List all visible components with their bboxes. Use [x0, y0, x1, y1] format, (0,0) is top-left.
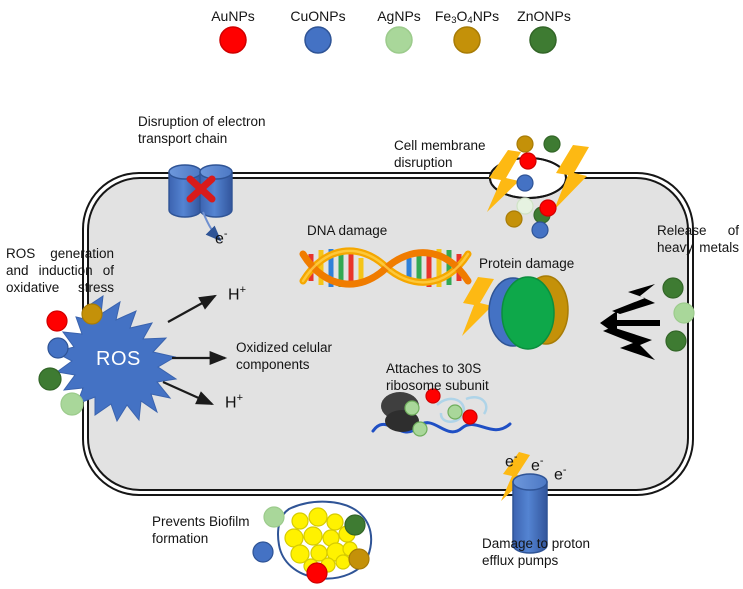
nanoparticle-biofilm-0: [263, 506, 285, 528]
nanoparticle-membrane-2: [519, 152, 537, 170]
biofilm-dot-13: [335, 554, 351, 570]
nanoparticle-biofilm-1: [252, 541, 274, 563]
heavy-metal-arrows: [600, 284, 660, 360]
nanoparticle-heavy-metal-1: [673, 302, 695, 324]
nanoparticle-heavy-metal-0: [662, 277, 684, 299]
protein-structure: [488, 275, 569, 350]
biofilm-dot-7: [290, 544, 310, 564]
nanoparticle-ribosome-1: [425, 388, 441, 404]
nanoparticles-ros-cluster: [38, 303, 103, 416]
ion-h-glyph-top: H: [228, 286, 240, 304]
nanoparticle-ros-0: [46, 310, 68, 332]
nanoparticle-membrane-8: [531, 221, 549, 239]
nanoparticle-ros-4: [60, 392, 84, 416]
nanoparticle-membrane-7: [539, 199, 557, 217]
fe-sub1: 3: [451, 15, 457, 27]
label-ros-badge: ROS: [96, 348, 141, 370]
label-biofilm: Prevents Biofilm formation: [152, 514, 250, 546]
legend-swatch-agnps: [385, 26, 413, 54]
ros-arrows: [162, 294, 228, 406]
legend-swatches: [219, 26, 557, 54]
nanoparticle-biofilm-2: [306, 562, 328, 584]
legend-label-aunps: AuNPs: [211, 8, 255, 24]
legend-swatch-cuonps: [304, 26, 332, 54]
legend-label-agnps: AgNPs: [377, 8, 421, 24]
legend-swatch-aunps: [219, 26, 247, 54]
ion-e-sup-3: -: [562, 464, 567, 476]
ion-h-sup-top: +: [239, 284, 246, 296]
nanoparticles-ribosome-cluster: [404, 388, 478, 437]
electron-arrow: [202, 211, 222, 242]
x-mark-icon: [186, 175, 216, 203]
nanoparticle-ribosome-2: [412, 421, 428, 437]
ion-electron-pump-2: e-: [531, 455, 544, 475]
ion-e-sup-1: -: [513, 451, 518, 463]
fe-post: NPs: [472, 8, 500, 24]
efflux-pump-cylinder: [512, 473, 548, 554]
nanoparticle-membrane-1: [543, 135, 561, 153]
ion-h-glyph-bottom: H: [225, 394, 237, 412]
ion-proton-top: H+: [228, 284, 246, 304]
lightning-bolts: [462, 145, 589, 501]
electron-transport-cylinders: [168, 164, 233, 242]
nanoparticle-ribosome-3: [447, 404, 463, 420]
nanoparticle-biofilm-3: [344, 514, 366, 536]
label-electron-transport: Disruption of electron transport chain: [138, 114, 266, 146]
lightning-bolt-membrane-right: [554, 145, 589, 210]
nanoparticle-ros-2: [47, 337, 69, 359]
lightning-bolt-efflux: [501, 452, 530, 501]
label-oxidized-components: Oxidized celular components: [236, 340, 333, 372]
biofilm-dot-1: [308, 507, 328, 527]
nanoparticle-ros-3: [38, 367, 62, 391]
biofilm-dot-2: [326, 513, 344, 531]
ion-electron-etc: e-: [215, 228, 228, 248]
ion-e-glyph-1: e: [505, 453, 514, 471]
arrow-to-proton-bottom: [162, 380, 215, 406]
nanoparticle-membrane-4: [516, 197, 534, 215]
legend-label-cuonps: CuONPs: [290, 8, 346, 24]
nanoparticle-heavy-metal-2: [665, 330, 687, 352]
nanoparticle-ros-1: [81, 303, 103, 325]
ion-proton-bottom: H+: [225, 392, 243, 412]
biofilm-dot-0: [291, 512, 309, 530]
legend-swatch-fe3o4nps: [453, 26, 481, 54]
ion-e-glyph-2: e: [531, 457, 540, 475]
legend-label-znonps: ZnONPs: [517, 8, 571, 24]
nanoparticles-heavy-metals: [662, 277, 695, 352]
ion-e-sup-2: -: [539, 455, 544, 467]
ion-electron-pump-3: e-: [554, 464, 567, 484]
fe-mid: O: [456, 8, 468, 24]
label-ribosome-subunit: Attaches to 30S ribosome subunit: [386, 361, 489, 393]
label-dna-damage: DNA damage: [307, 223, 388, 238]
biofilm-dot-4: [303, 526, 323, 546]
label-ros-generation: ROS generation and induction of oxidativ…: [6, 246, 114, 295]
nanoparticles-membrane-cluster: [505, 135, 561, 239]
lightning-bolt-protein: [462, 277, 494, 336]
ion-h-sup-bottom: +: [236, 392, 243, 404]
label-efflux-pumps: Damage to proton efflux pumps: [482, 536, 591, 568]
nanoparticle-ribosome-0: [404, 400, 420, 416]
ion-e-glyph: e: [215, 230, 224, 248]
nanoparticle-membrane-5: [505, 210, 523, 228]
nanoparticle-membrane-3: [516, 174, 534, 192]
dna-helix: [299, 247, 472, 288]
arrow-to-proton-top: [167, 294, 217, 323]
label-heavy-metals: Release of heavy metals: [657, 223, 739, 255]
nanoparticle-biofilm-4: [348, 548, 370, 570]
fe-sub2: 4: [467, 15, 473, 27]
legend-label-fe3o4nps: Fe3O4NPs: [425, 8, 509, 29]
ion-e-glyph-3: e: [554, 466, 563, 484]
ion-e-sup: -: [223, 228, 228, 240]
nanoparticle-ribosome-4: [462, 409, 478, 425]
lightning-bolt-membrane-left: [487, 150, 521, 212]
nanoparticle-membrane-0: [516, 135, 534, 153]
nanoparticles-biofilm-cluster: [252, 506, 370, 584]
label-protein-damage: Protein damage: [479, 256, 575, 271]
ion-electron-pump-1: e-: [505, 451, 518, 471]
legend-swatch-znonps: [529, 26, 557, 54]
fe-pre: Fe: [434, 8, 452, 24]
label-cell-membrane-disruption: Cell membrane disruption: [394, 138, 486, 170]
